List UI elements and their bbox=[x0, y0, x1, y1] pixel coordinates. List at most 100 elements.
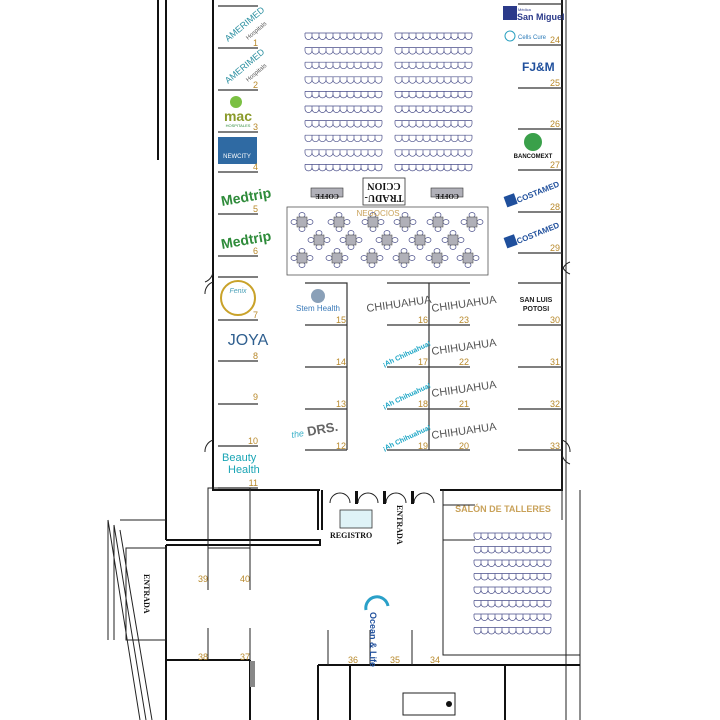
meeting-table bbox=[290, 212, 314, 232]
cells-cure-logo: Cells Cure bbox=[518, 35, 547, 41]
seat-row bbox=[304, 120, 383, 128]
seat-row bbox=[394, 76, 473, 84]
meeting-table bbox=[456, 248, 480, 268]
seat-row bbox=[473, 546, 552, 554]
meeting-table bbox=[339, 230, 363, 250]
coffee-station-right bbox=[430, 187, 464, 198]
mac-leaf-icon bbox=[230, 96, 242, 108]
booth-number-5: 5 bbox=[253, 204, 258, 214]
seat-row bbox=[473, 532, 552, 540]
bancomext-icon bbox=[524, 133, 542, 151]
booth-number-8: 8 bbox=[253, 351, 258, 361]
meeting-table bbox=[426, 212, 450, 232]
san-miguel-pre: Médica bbox=[518, 7, 532, 12]
seat-row bbox=[394, 164, 473, 172]
seat-row bbox=[304, 164, 383, 172]
stemhealth-icon bbox=[311, 289, 325, 303]
meeting-table bbox=[290, 248, 314, 268]
ocean-life-logo-1: Ocean bbox=[368, 612, 378, 640]
booth-number-12: 12 bbox=[336, 441, 346, 451]
meeting-table bbox=[392, 248, 416, 268]
chihuahua-label-21: CHIHUAHUA bbox=[431, 379, 498, 400]
seat-row bbox=[473, 573, 552, 581]
medtrip-logo-1: Medtrip bbox=[220, 184, 273, 209]
entrada-label-side: ENTRADA bbox=[142, 574, 151, 614]
booth-number-7: 7 bbox=[253, 310, 258, 320]
seat-row bbox=[394, 91, 473, 99]
booth-number-4: 4 bbox=[253, 162, 258, 172]
meeting-table bbox=[327, 212, 351, 232]
coffee-label-right: COFFE bbox=[435, 192, 459, 200]
booth-number-6: 6 bbox=[253, 246, 258, 256]
meeting-table bbox=[325, 248, 349, 268]
chihuahua-label-16: CHIHUAHUA bbox=[366, 294, 433, 315]
booth-number-27: 27 bbox=[550, 160, 560, 170]
booth-number-28: 28 bbox=[550, 202, 560, 212]
booth-number-26: 26 bbox=[550, 119, 560, 129]
medtrip-logo-2: Medtrip bbox=[220, 227, 273, 252]
booth-number-36: 36 bbox=[348, 655, 358, 665]
stemhealth-logo: Stem Health bbox=[296, 304, 340, 313]
entrada-label-main: ENTRADA bbox=[395, 505, 404, 545]
meeting-table bbox=[375, 230, 399, 250]
booth-number-9: 9 bbox=[253, 392, 258, 402]
booth-number-13: 13 bbox=[336, 399, 346, 409]
booth-dividers bbox=[207, 3, 562, 665]
bancomext-logo: BANCOMEXT bbox=[514, 154, 553, 160]
booth-number-17: 17 bbox=[418, 357, 428, 367]
thedrs-logo-2: DRS. bbox=[306, 419, 339, 439]
booth-number-39: 39 bbox=[198, 574, 208, 584]
seat-row bbox=[304, 149, 383, 157]
seat-row bbox=[473, 586, 552, 594]
chihuahua-label-23: CHIHUAHUA bbox=[431, 294, 498, 315]
san-miguel-logo: San Miguel bbox=[517, 12, 565, 22]
seat-row bbox=[304, 105, 383, 113]
traduccion-label-2: CCION bbox=[367, 180, 401, 191]
booth-number-22: 22 bbox=[459, 357, 469, 367]
seat-row bbox=[394, 134, 473, 143]
booth-number-20: 20 bbox=[459, 441, 469, 451]
booth-number-40: 40 bbox=[240, 574, 250, 584]
seating-area bbox=[304, 32, 552, 635]
booth-number-21: 21 bbox=[459, 399, 469, 409]
mac-logo: mac bbox=[224, 108, 252, 124]
seat-row bbox=[394, 149, 473, 157]
seat-row bbox=[304, 91, 383, 99]
coffee-label-left: COFFE bbox=[315, 192, 339, 200]
costamed-icon-1 bbox=[503, 193, 518, 208]
booth-number-19: 19 bbox=[418, 441, 428, 451]
seat-row bbox=[473, 600, 552, 608]
seat-row bbox=[304, 61, 383, 70]
booth-number-15: 15 bbox=[336, 315, 346, 325]
mac-sub: HOSPITALES bbox=[226, 123, 251, 128]
booth-number-23: 23 bbox=[459, 315, 469, 325]
booth-number-37: 37 bbox=[240, 652, 250, 662]
booth-number-34: 34 bbox=[430, 655, 440, 665]
san-luis-label-1: SAN LUIS bbox=[520, 297, 553, 304]
negocios-area bbox=[286, 206, 489, 276]
booth-number-14: 14 bbox=[336, 357, 346, 367]
registro-label: REGISTRO bbox=[330, 531, 372, 540]
walls bbox=[107, 0, 581, 720]
seat-row bbox=[304, 32, 383, 40]
seat-row bbox=[304, 47, 383, 55]
booth-number-29: 29 bbox=[550, 243, 560, 253]
chihuahua-label-20: CHIHUAHUA bbox=[431, 421, 498, 442]
meeting-table bbox=[307, 230, 331, 250]
booth-number-18: 18 bbox=[418, 399, 428, 409]
san-miguel-logo-icon bbox=[503, 6, 517, 20]
fjm-logo: FJ&M bbox=[522, 60, 555, 74]
seat-row bbox=[394, 120, 473, 128]
seat-row bbox=[473, 627, 552, 635]
meeting-table bbox=[408, 230, 432, 250]
booth-number-10: 10 bbox=[248, 436, 258, 446]
meeting-table bbox=[460, 212, 484, 232]
traduccion-label-1: TRADU- bbox=[365, 192, 404, 203]
booth-number-2: 2 bbox=[253, 80, 258, 90]
newcity-logo-bg bbox=[218, 137, 257, 164]
entrance-doors[interactable] bbox=[329, 491, 435, 504]
newcity-logo: NEWCITY bbox=[223, 154, 251, 160]
meeting-table bbox=[360, 248, 384, 268]
